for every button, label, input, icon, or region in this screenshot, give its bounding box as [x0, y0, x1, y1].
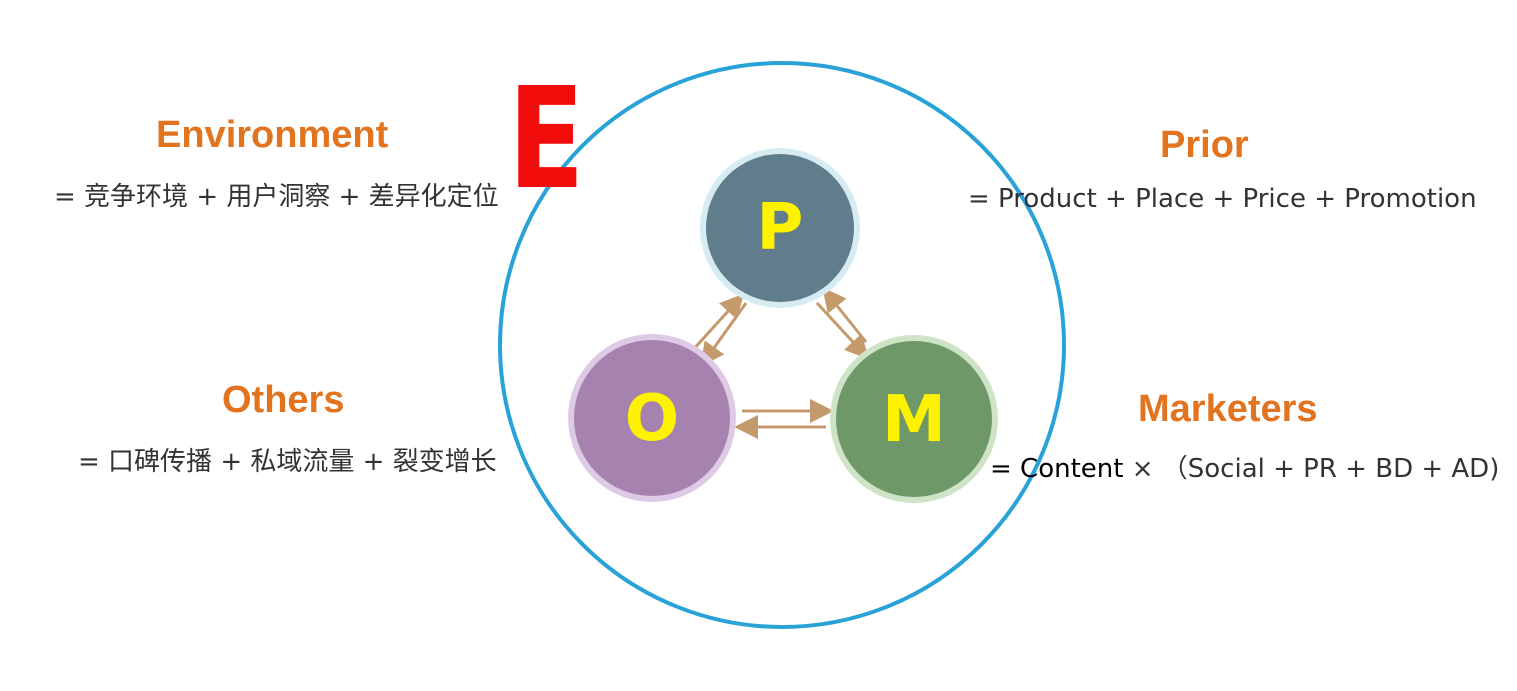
arrow-m-to-p [822, 287, 868, 343]
others-title: Others [222, 379, 345, 421]
node-o-circle [574, 340, 730, 496]
environment-letter-e: E [508, 58, 585, 221]
marketers-title: Marketers [1138, 388, 1318, 430]
node-m: M [830, 335, 998, 503]
node-o: O [568, 334, 736, 502]
others-formula: = 口碑传播 + 私域流量 + 裂变增长 [78, 447, 497, 477]
node-o-letter: O [625, 382, 679, 456]
node-p-circle [706, 154, 854, 302]
node-p: P [700, 148, 860, 308]
environment-circle [498, 61, 1066, 629]
environment-title: Environment [156, 114, 389, 156]
prior-title: Prior [1160, 124, 1249, 166]
node-m-letter: M [882, 383, 946, 457]
node-m-circle [836, 341, 992, 497]
marketers-formula-content: = Content [990, 454, 1124, 484]
node-p-letter: P [757, 191, 804, 265]
arrow-o-to-p [689, 293, 745, 354]
marketers-formula: = Content × （Social + PR + BD + AD) [990, 448, 1499, 485]
marketers-formula-channels: × （Social + PR + BD + AD) [1123, 454, 1500, 484]
arrow-p-to-o [700, 302, 748, 367]
environment-formula: = 竞争环境 + 用户洞察 + 差异化定位 [54, 182, 499, 212]
prior-formula: = Product + Place + Price + Promotion [968, 184, 1477, 214]
